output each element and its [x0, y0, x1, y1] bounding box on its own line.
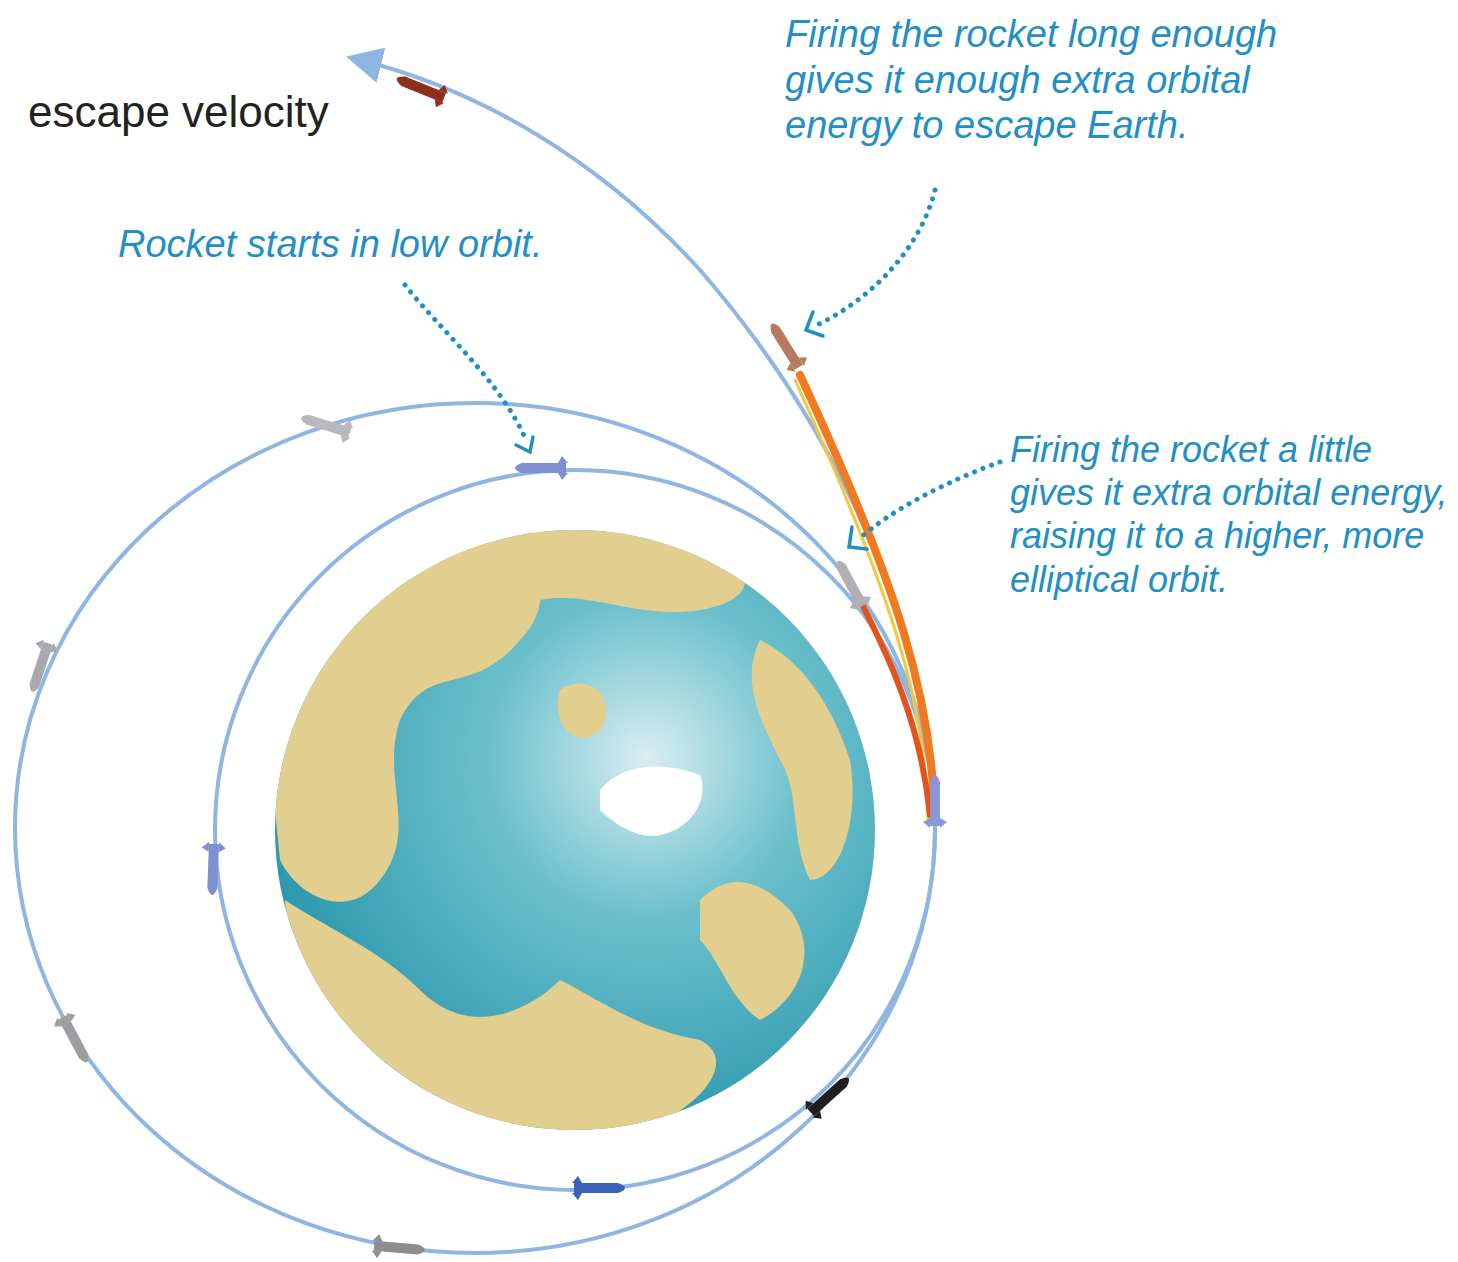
thrust-flame — [795, 375, 935, 820]
orbit-paths — [15, 60, 935, 1253]
callout-note: Rocket starts in low orbit. — [118, 222, 542, 268]
title-label: escape velocity — [28, 86, 329, 139]
rocket-icons — [21, 68, 947, 1262]
callout-note: Firing the rocket long enough gives it e… — [785, 12, 1345, 149]
earth-globe — [270, 528, 875, 1140]
callout-note: Firing the rocket a little gives it extr… — [1010, 428, 1450, 601]
